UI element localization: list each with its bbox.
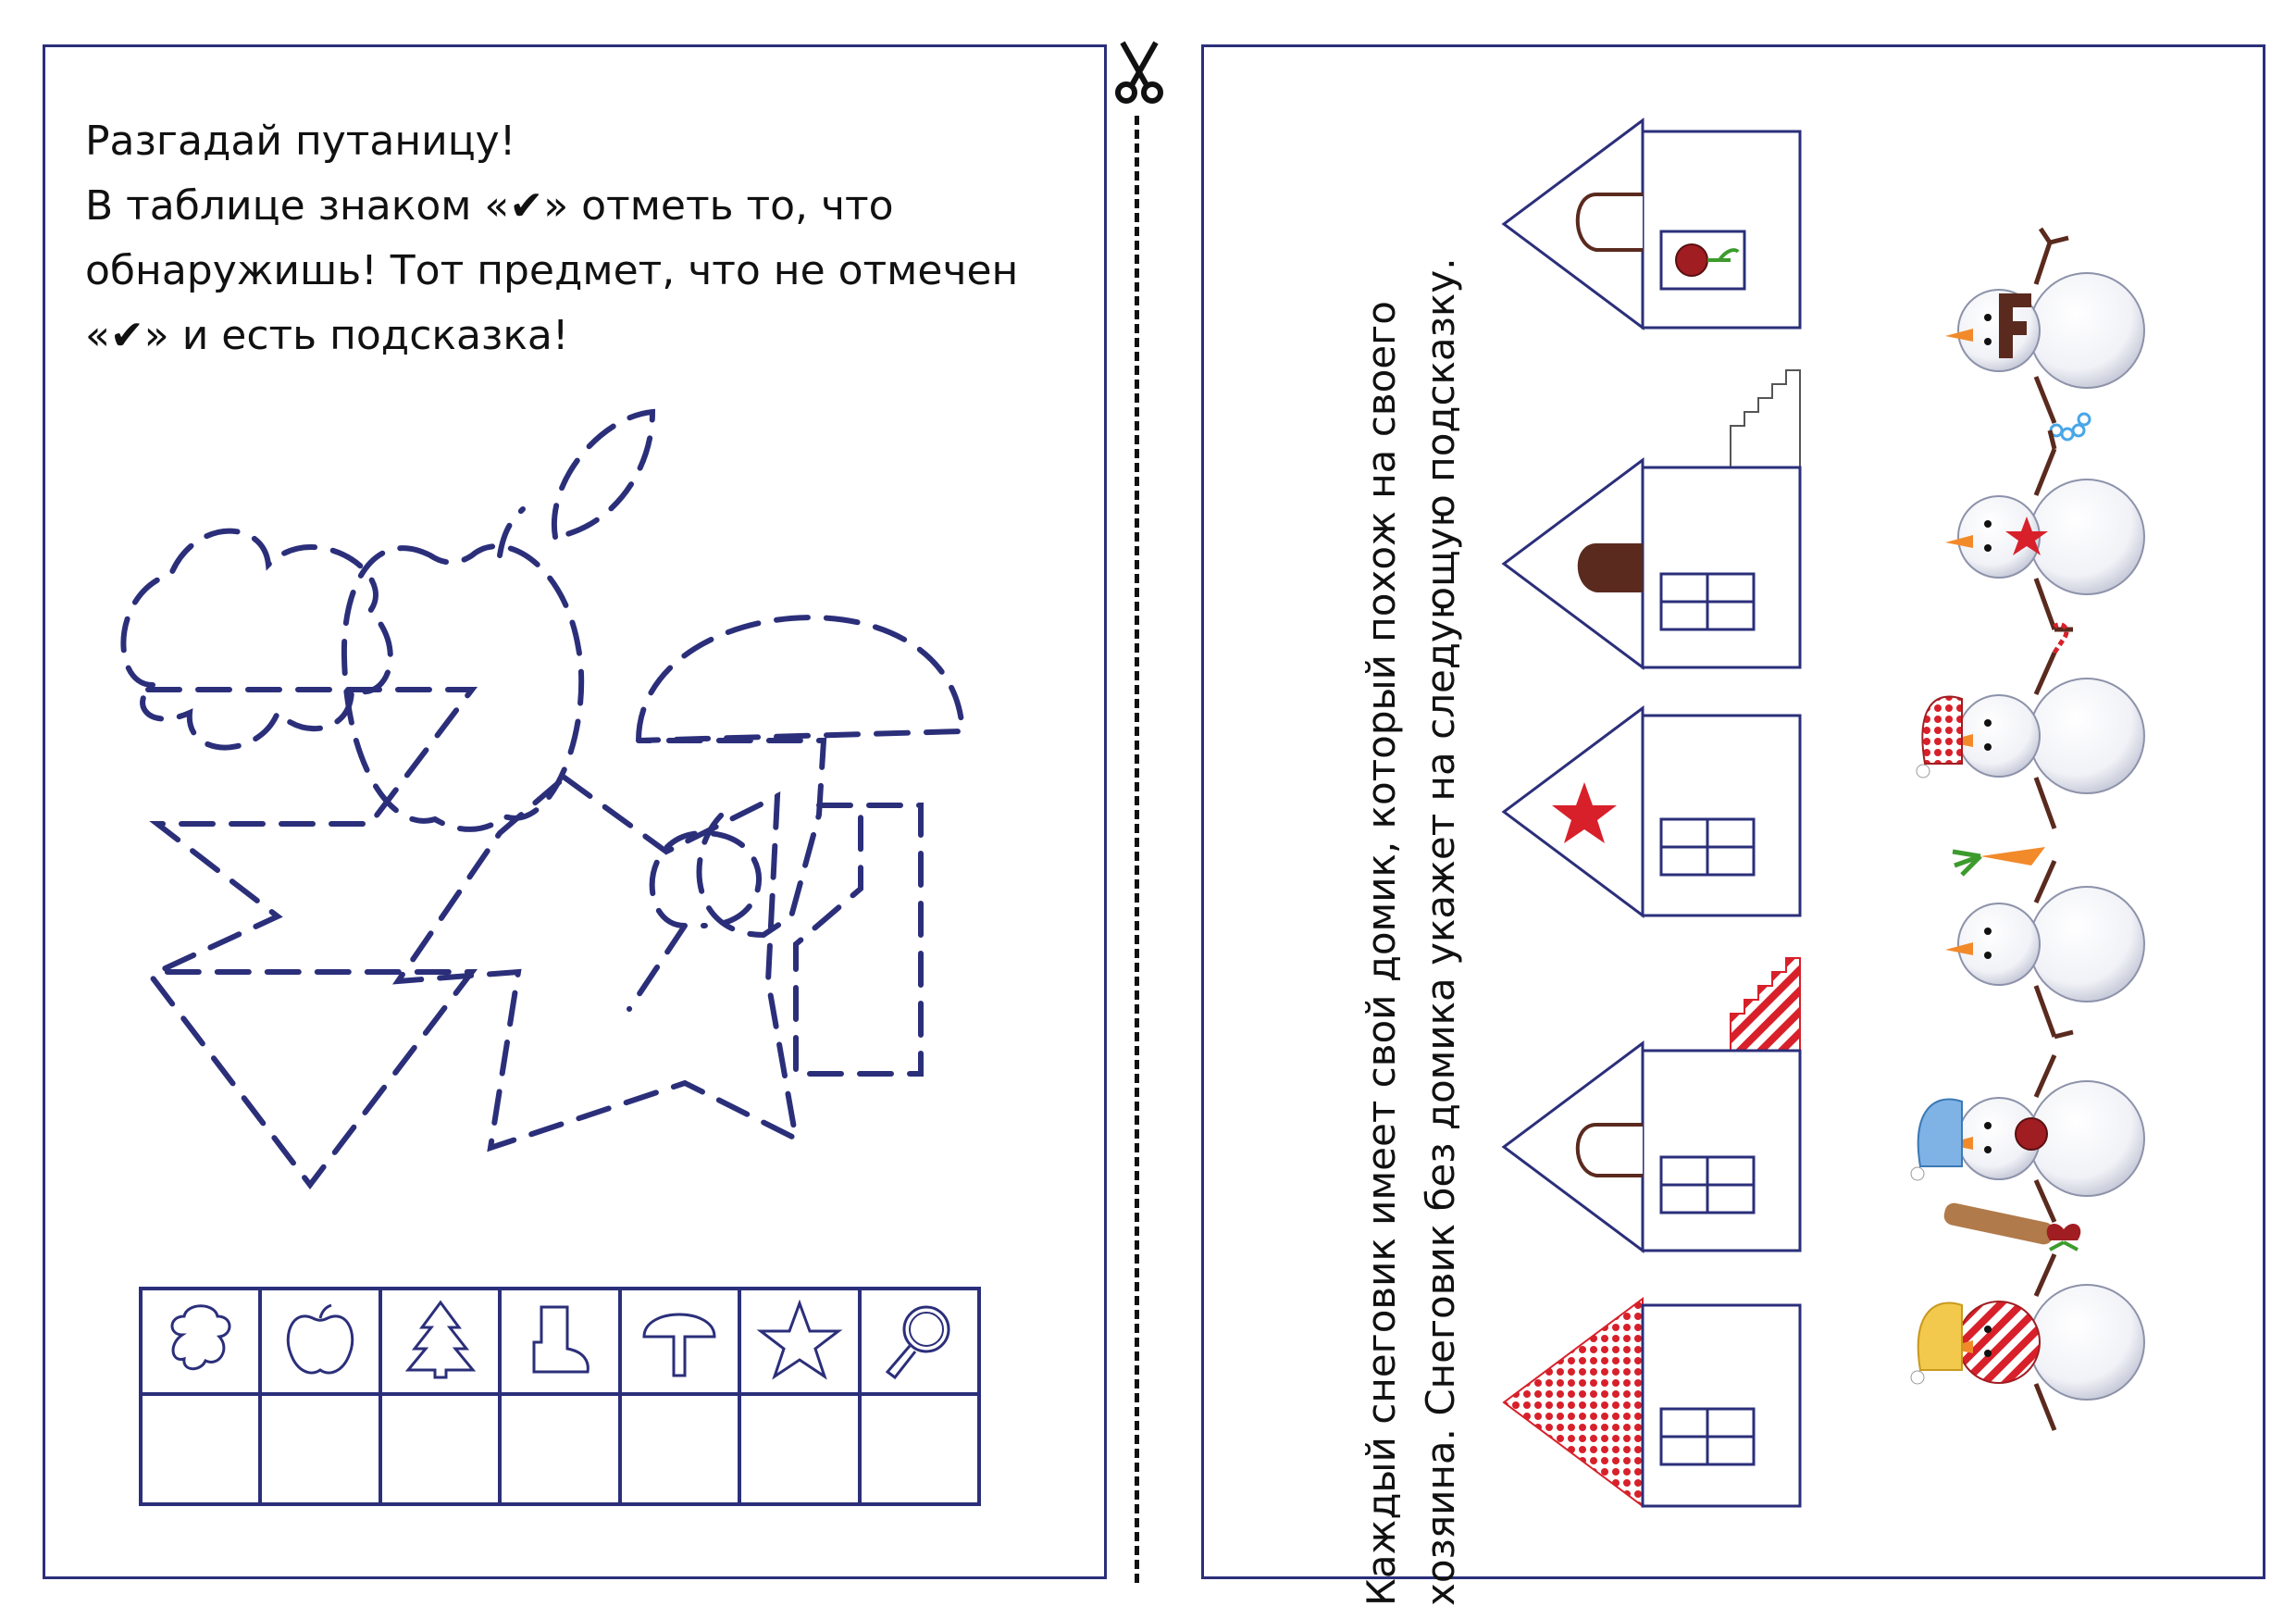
instruction-line-3: обнаружишь! Тот предмет, что не отмечен (85, 247, 1019, 294)
check-mark-icon: ✔ (509, 182, 544, 230)
table-cell (617, 1287, 742, 1396)
table-cell (498, 1287, 622, 1396)
answer-cell-tree[interactable] (378, 1392, 503, 1506)
house-dotted-roof (1502, 1297, 1802, 1508)
star-outline (391, 774, 800, 1152)
snowman-striped (1910, 1223, 2145, 1431)
answer-cell-mushroom[interactable] (617, 1392, 742, 1506)
snowman-star (1945, 430, 2145, 632)
magnifier-outline (627, 829, 762, 1012)
table-cell (738, 1287, 862, 1396)
answer-cell-star[interactable] (738, 1392, 862, 1506)
table-cell (258, 1287, 382, 1396)
table-cell (138, 1287, 263, 1396)
star-icon (756, 1299, 843, 1380)
snowman-spotted-hat (1916, 622, 2145, 829)
flower-outline (120, 528, 393, 751)
house-star (1501, 705, 1802, 918)
apple-outline (341, 543, 585, 832)
red-star-icon (1552, 782, 1617, 843)
instruction-line-2: В таблице знаком «✔» отметь то, что (85, 182, 894, 230)
puzzle-instructions: Разгадай путаницу! В таблице знаком «✔» … (85, 109, 1048, 368)
table-cell (857, 1287, 982, 1396)
answer-cell-flower[interactable] (138, 1392, 263, 1506)
tree-icon (404, 1300, 476, 1379)
answer-cell-apple[interactable] (258, 1392, 382, 1506)
snowman-carrot (1945, 847, 2145, 1040)
boot-outline (793, 803, 924, 1077)
house-rose (1501, 118, 1802, 330)
answer-cell-boot[interactable] (498, 1392, 622, 1506)
snowman-rose (1910, 1053, 2145, 1245)
apple-icon (286, 1303, 354, 1375)
table-cell (378, 1287, 503, 1396)
house-brown-door (1501, 369, 1802, 670)
answer-table (138, 1287, 982, 1506)
apple-leaf-outline (551, 408, 656, 541)
table-row (138, 1287, 982, 1396)
mushroom-outline (636, 615, 966, 939)
house-striped-stairs (1501, 957, 1802, 1253)
instruction-line-4: «✔» и есть подсказка! (85, 312, 569, 359)
flower-icon (170, 1304, 231, 1371)
apple-stem-outline (497, 506, 526, 558)
answer-cell-magnifier[interactable] (857, 1392, 982, 1506)
cut-line (1135, 116, 1139, 1583)
magnifier-icon (886, 1305, 950, 1380)
check-mark-icon: ✔ (109, 312, 144, 359)
tree-outline (145, 687, 478, 1189)
boot-icon (532, 1305, 590, 1374)
instruction-line-1: Разгадай путаницу! (85, 118, 516, 165)
tangled-shapes-puzzle (120, 408, 966, 1189)
snowman-letter-f (1945, 227, 2145, 442)
mushroom-icon (642, 1313, 716, 1377)
scissors-icon (1115, 41, 1163, 104)
table-row (138, 1392, 982, 1506)
